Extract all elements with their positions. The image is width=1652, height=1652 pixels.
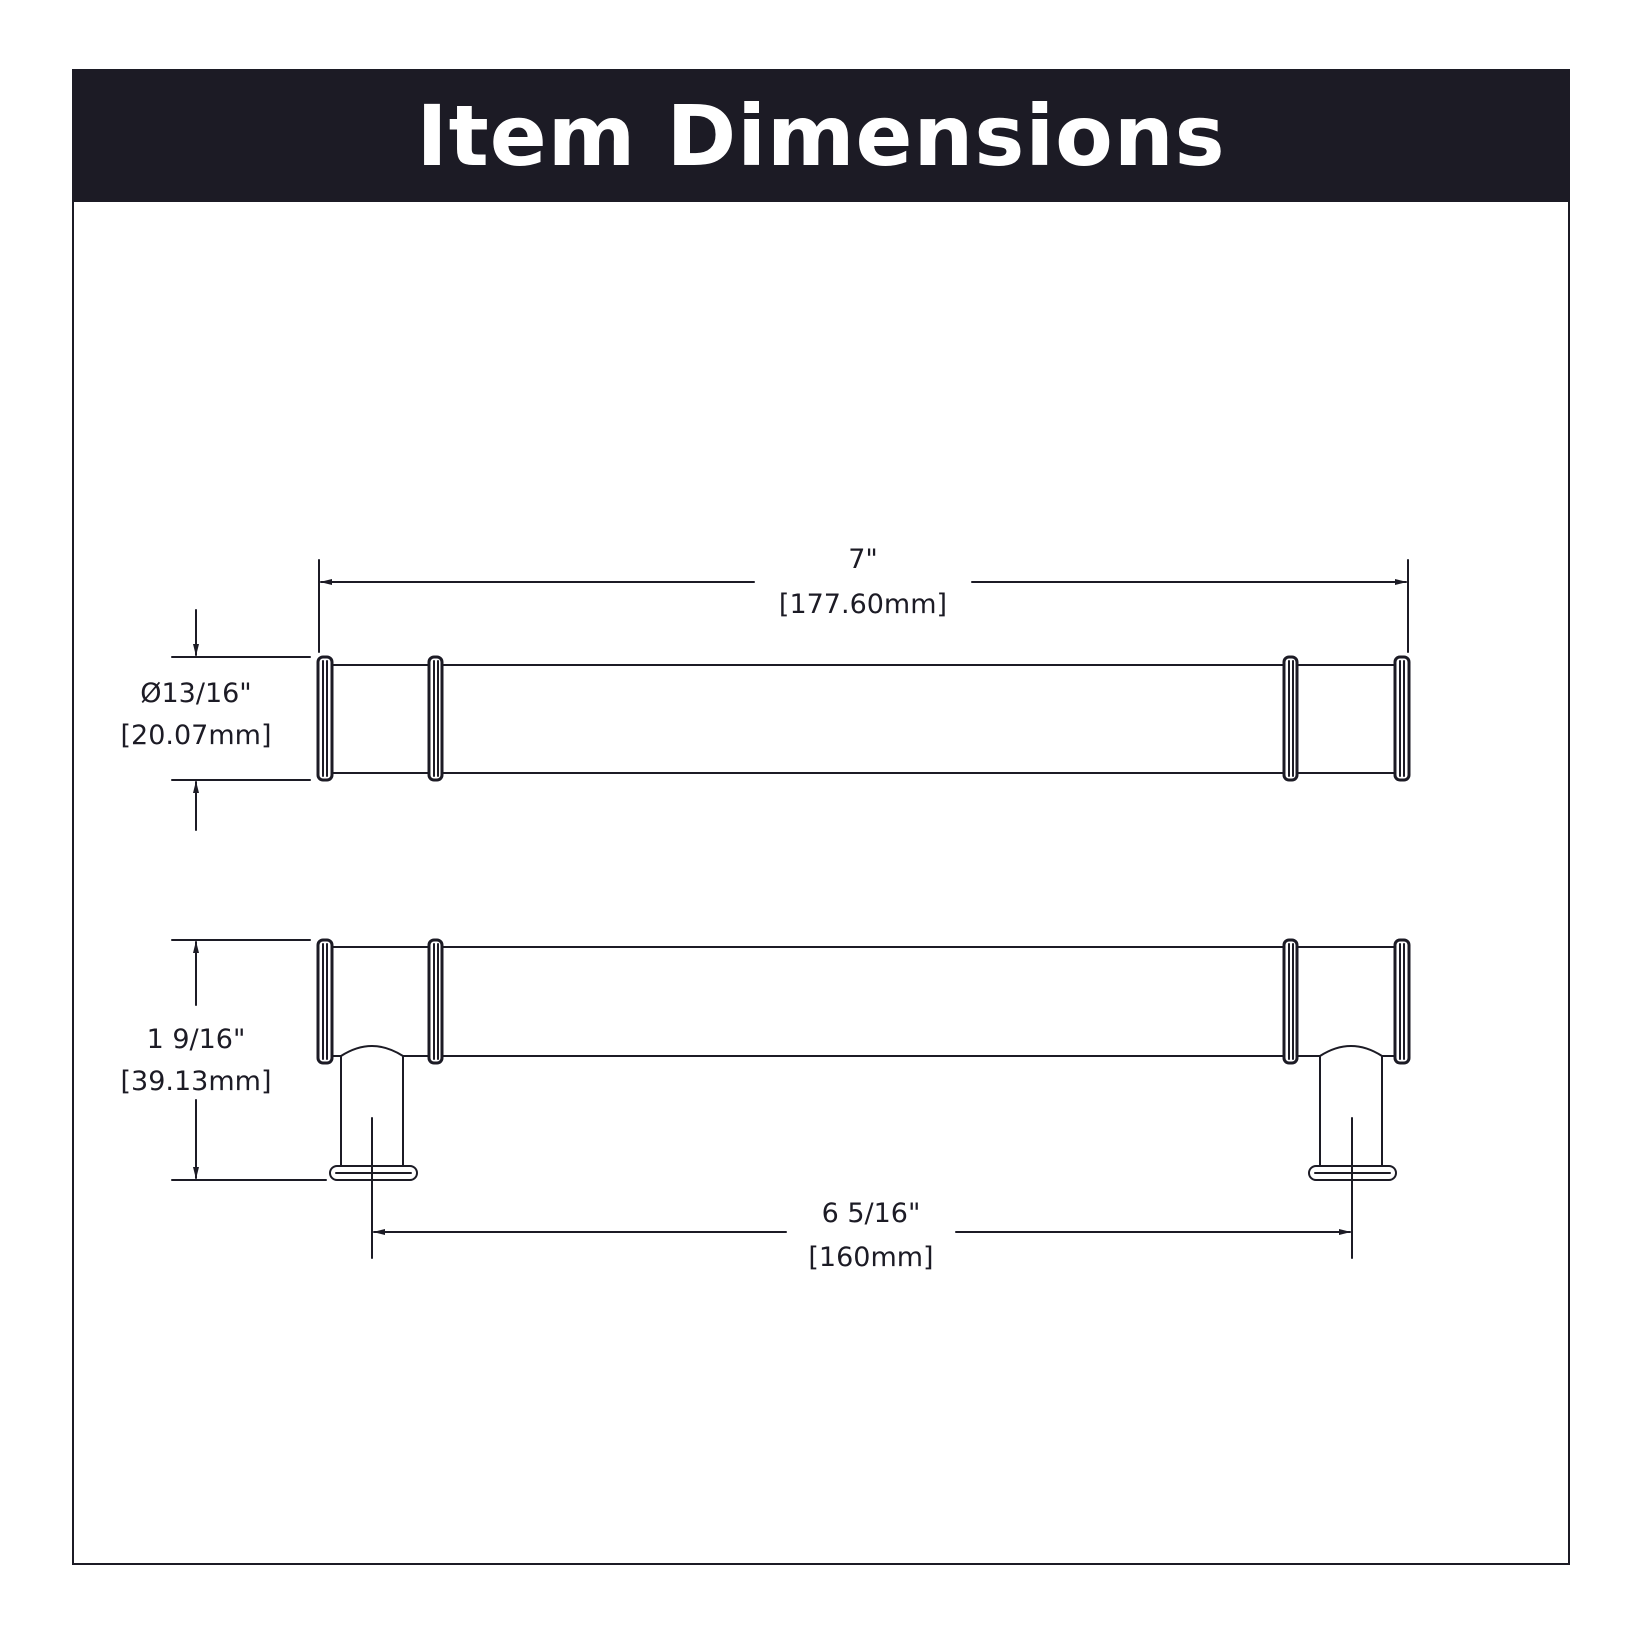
header-bar: Item Dimensions bbox=[74, 71, 1568, 202]
c2c-imperial-label: 6 5/16" bbox=[822, 1198, 921, 1229]
page-title: Item Dimensions bbox=[416, 86, 1226, 185]
diameter-imperial-label: Ø13/16" bbox=[140, 678, 251, 709]
end-cap-right bbox=[1393, 938, 1411, 1065]
diameter-metric-label: [20.07mm] bbox=[121, 720, 272, 751]
top-view bbox=[171, 559, 1411, 831]
projection-metric-label: [39.13mm] bbox=[121, 1066, 272, 1097]
dimensions-frame: Item Dimensions bbox=[72, 69, 1570, 1565]
collar-left bbox=[427, 655, 444, 782]
collar-left bbox=[427, 938, 444, 1065]
length-imperial-label: 7" bbox=[848, 544, 878, 575]
end-cap-left bbox=[316, 938, 334, 1065]
post-right bbox=[1308, 1045, 1397, 1259]
collar-right bbox=[1282, 938, 1299, 1065]
c2c-metric-label: [160mm] bbox=[808, 1242, 933, 1273]
projection-imperial-label: 1 9/16" bbox=[147, 1024, 246, 1055]
length-metric-label: [177.60mm] bbox=[779, 589, 947, 620]
end-cap-right bbox=[1393, 655, 1411, 782]
post-left bbox=[329, 1045, 418, 1259]
end-cap-left bbox=[316, 655, 334, 782]
side-view bbox=[171, 938, 1411, 1259]
collar-right bbox=[1282, 655, 1299, 782]
